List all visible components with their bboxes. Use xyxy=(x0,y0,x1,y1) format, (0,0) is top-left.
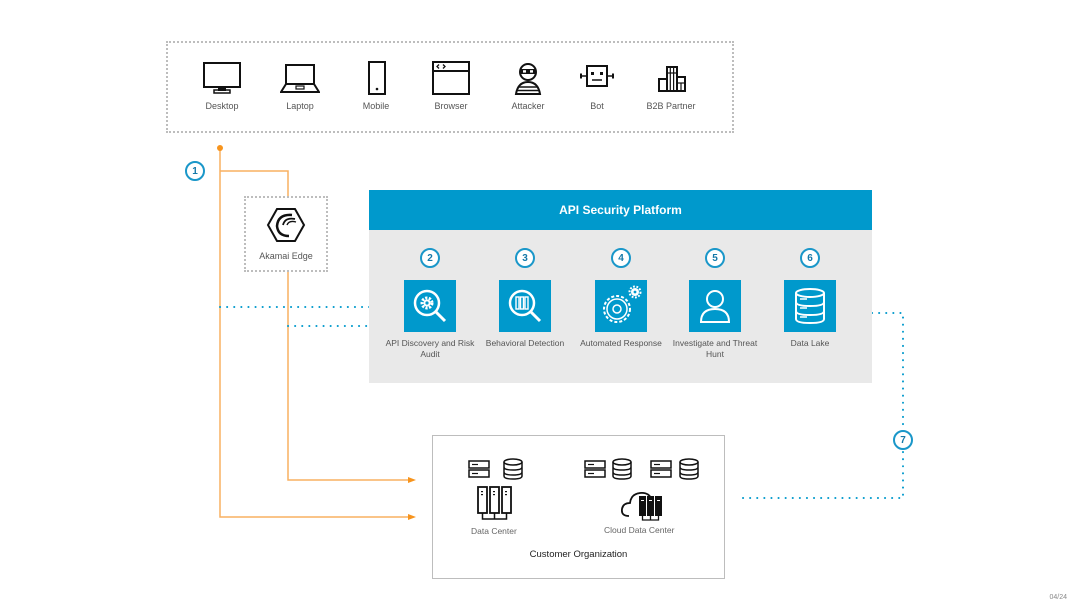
customer-organization-title: Customer Organization xyxy=(529,549,628,560)
mobile-icon xyxy=(368,61,386,95)
client-label: Browser xyxy=(434,101,468,111)
step-badge-6: 6 xyxy=(800,248,820,268)
step-badge-5: 5 xyxy=(705,248,725,268)
data-lake-link xyxy=(871,312,904,429)
step-badge-3: 3 xyxy=(515,248,535,268)
module-tile[interactable] xyxy=(595,280,647,332)
chart-magnifier-icon xyxy=(508,289,542,323)
step-badge-1: 1 xyxy=(185,161,205,181)
gear-magnifier-icon xyxy=(413,289,447,323)
akamai-edge-node: Akamai Edge xyxy=(244,196,328,272)
buildings-icon xyxy=(658,66,686,92)
client-label: Laptop xyxy=(286,101,314,111)
module-label: Investigate and Threat Hunt xyxy=(672,338,758,359)
client-label: Mobile xyxy=(362,101,390,111)
edge-label: Akamai Edge xyxy=(259,251,313,261)
module-behavioral-detection[interactable]: 3 Behavioral Detection xyxy=(475,248,575,349)
cloud-data-center-label: Cloud Data Center xyxy=(604,525,675,535)
traffic-origin-dot xyxy=(217,145,223,151)
module-label: Automated Response xyxy=(580,338,662,348)
module-tile[interactable] xyxy=(689,280,741,332)
data-center-label: Data Center xyxy=(471,526,517,536)
client-label: Desktop xyxy=(205,101,239,111)
step-badge-2: 2 xyxy=(420,248,440,268)
attacker-icon xyxy=(514,63,542,95)
laptop-icon xyxy=(280,64,320,93)
client-label: Bot xyxy=(590,101,604,111)
module-label: Behavioral Detection xyxy=(485,338,565,348)
bot-icon xyxy=(580,65,614,87)
module-tile[interactable] xyxy=(784,280,836,332)
server-icon xyxy=(468,460,490,478)
browser-icon xyxy=(432,61,470,95)
server-rack-icon xyxy=(477,486,512,520)
module-automated-response[interactable]: 4 Automated Response xyxy=(571,248,671,349)
database-icon xyxy=(612,458,632,480)
client-b2b-partner: B2B Partner xyxy=(631,61,711,111)
customer-organization: Data Center Cloud Data Center Customer O… xyxy=(432,435,725,579)
client-desktop: Desktop xyxy=(182,61,262,111)
step-badge-4: 4 xyxy=(611,248,631,268)
module-data-lake[interactable]: 6 Data Lake xyxy=(760,248,860,349)
data-lake-link-2 xyxy=(736,451,904,499)
module-tile[interactable] xyxy=(404,280,456,332)
module-investigate-threat-hunt[interactable]: 5 Investigate and Threat Hunt xyxy=(665,248,765,360)
traffic-line-edge-in xyxy=(220,170,289,196)
arrow-head xyxy=(408,477,416,483)
server-icon xyxy=(650,460,672,478)
client-laptop: Laptop xyxy=(260,61,340,111)
akamai-hexagon-icon xyxy=(266,208,306,242)
client-bot: Bot xyxy=(557,61,637,111)
client-label: B2B Partner xyxy=(646,101,696,111)
client-devices-group: Desktop Laptop Mobile Browser Attacker B… xyxy=(166,41,734,133)
step-badge-7: 7 xyxy=(893,430,913,450)
database-icon xyxy=(503,458,523,480)
module-api-discovery[interactable]: 2 API Discovery and Risk Audit xyxy=(380,248,480,360)
desktop-icon xyxy=(203,62,241,94)
database-icon xyxy=(795,288,825,325)
module-label: API Discovery and Risk Audit xyxy=(385,338,475,359)
cloud-servers-icon xyxy=(620,491,662,521)
user-icon xyxy=(699,290,731,323)
server-icon xyxy=(584,460,606,478)
module-label: Data Lake xyxy=(790,338,830,348)
platform-title: API Security Platform xyxy=(369,190,872,230)
database-icon xyxy=(679,458,699,480)
client-label: Attacker xyxy=(511,101,545,111)
module-tile[interactable] xyxy=(499,280,551,332)
gears-icon xyxy=(603,285,642,323)
client-mobile: Mobile xyxy=(336,61,416,111)
client-attacker: Attacker xyxy=(488,61,568,111)
page-number: 04/24 xyxy=(1049,594,1067,601)
arrow-head xyxy=(408,514,416,520)
api-security-platform: API Security Platform 2 API Discovery an… xyxy=(369,190,872,383)
client-browser: Browser xyxy=(411,61,491,111)
